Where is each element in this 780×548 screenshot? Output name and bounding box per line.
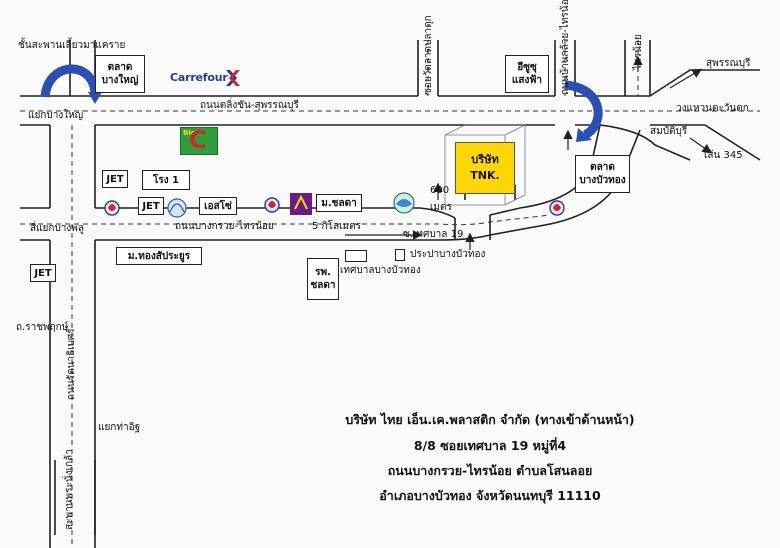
label-pracha-pa: ประปาบางบัวทอง (410, 249, 486, 260)
label-wongwaen: วงแหวนตะวันตก (676, 103, 749, 114)
box-talat-bang-bua-thong: ตลาด บางบัวทอง (575, 155, 630, 193)
box-m-thong: ม.ทองสัประยูร (116, 247, 202, 265)
box-jet-1: JET (102, 170, 128, 188)
address-line-4: อำเภอบางบัวทอง จังหวัดนนทบุรี 11110 (379, 488, 601, 503)
carrefour-logo: Carrefour (170, 71, 228, 84)
label-road-bkt: ถนนบางกรวย-ไทรน้อย (175, 221, 274, 232)
label-yaek-bang-phlu: สี่แยกบางพลู (30, 223, 85, 234)
label-road-bang-bua-thong-sai-noi: ถนนบ้านกล้วย-ไทรน้อย (560, 0, 571, 95)
box-esso: เอสโซ่ (199, 197, 237, 215)
label-ratchaphruek: ถ.ราชพฤกษ์ (16, 322, 69, 333)
bigc-small-text: Big (183, 129, 196, 137)
box-isuzu-saengfa: อีซูซุ แสงฟ้า (505, 55, 549, 93)
address-line-2: 8/8 ซอยเทศบาล 19 หมู่ที่4 (413, 438, 567, 453)
label-route-345: เส้น 345 (704, 150, 743, 161)
label-suphanburi: สุพรรณบุรี (706, 58, 751, 69)
label-phra-nang-klao-bridge: สะพานพระนั่งเกล้า (64, 449, 75, 530)
label-thetsaban: เทศบาลบางบัวทอง (340, 265, 421, 276)
gas-station-icon (104, 192, 565, 218)
label-bridge-top: ชั้นสะพานเลี้ยวมาแคราย (18, 40, 126, 51)
box-m-chonlada: ม.ชลดา (316, 194, 362, 212)
label-yaek-tha-it: แยกท่าอิฐ (98, 422, 141, 433)
address-line-1: บริษัท ไทย เอ็น.เค.พลาสติก จำกัด (ทางเข้… (345, 412, 635, 427)
box-jet-2: JET (138, 197, 164, 215)
bigc-logo: Big C (180, 126, 218, 155)
box-thetsaban (345, 250, 367, 262)
tnk-line2: TNK. (470, 169, 500, 182)
tnk-company-marker: บริษัท TNK. (455, 142, 515, 194)
label-metre: เมตร (430, 202, 452, 213)
tnk-line1: บริษัท (471, 153, 499, 166)
label-road-main: ถนนตลิ่งชัน-สุพรรณบุรี (200, 100, 299, 111)
label-five-km: 5 กิโลเมตร (312, 221, 361, 232)
address-line-3: ถนนบางกรวย-ไทรน้อย ตำบลโสนลอย (387, 463, 593, 478)
box-talat-bang-yai: ตลาด บางใหญ่ (95, 55, 145, 93)
label-yaek-bang-yai: แยกบางใหญ่ (28, 110, 84, 121)
label-sai-noi: ไทรน้อย (633, 34, 644, 70)
label-six-hundred: 600 (430, 185, 450, 196)
box-pracha-pa (395, 249, 405, 261)
bigc-letter: C (189, 126, 207, 154)
box-jet-3: JET (30, 264, 56, 282)
label-sam-buri: สมบัติบุรี (650, 126, 688, 137)
label-soi-thetsaban: ซ.เทศบาล 19 (403, 229, 464, 240)
box-rp-chonlada: รพ. ชลดา (307, 258, 339, 300)
box-rong-1: โรง 1 (142, 170, 190, 190)
label-soi-klapluk: ซอยวัดลาดปลาดุก (423, 15, 434, 95)
label-rattanathibet: ถนนรัตนาธิเบศร์ (66, 328, 77, 400)
